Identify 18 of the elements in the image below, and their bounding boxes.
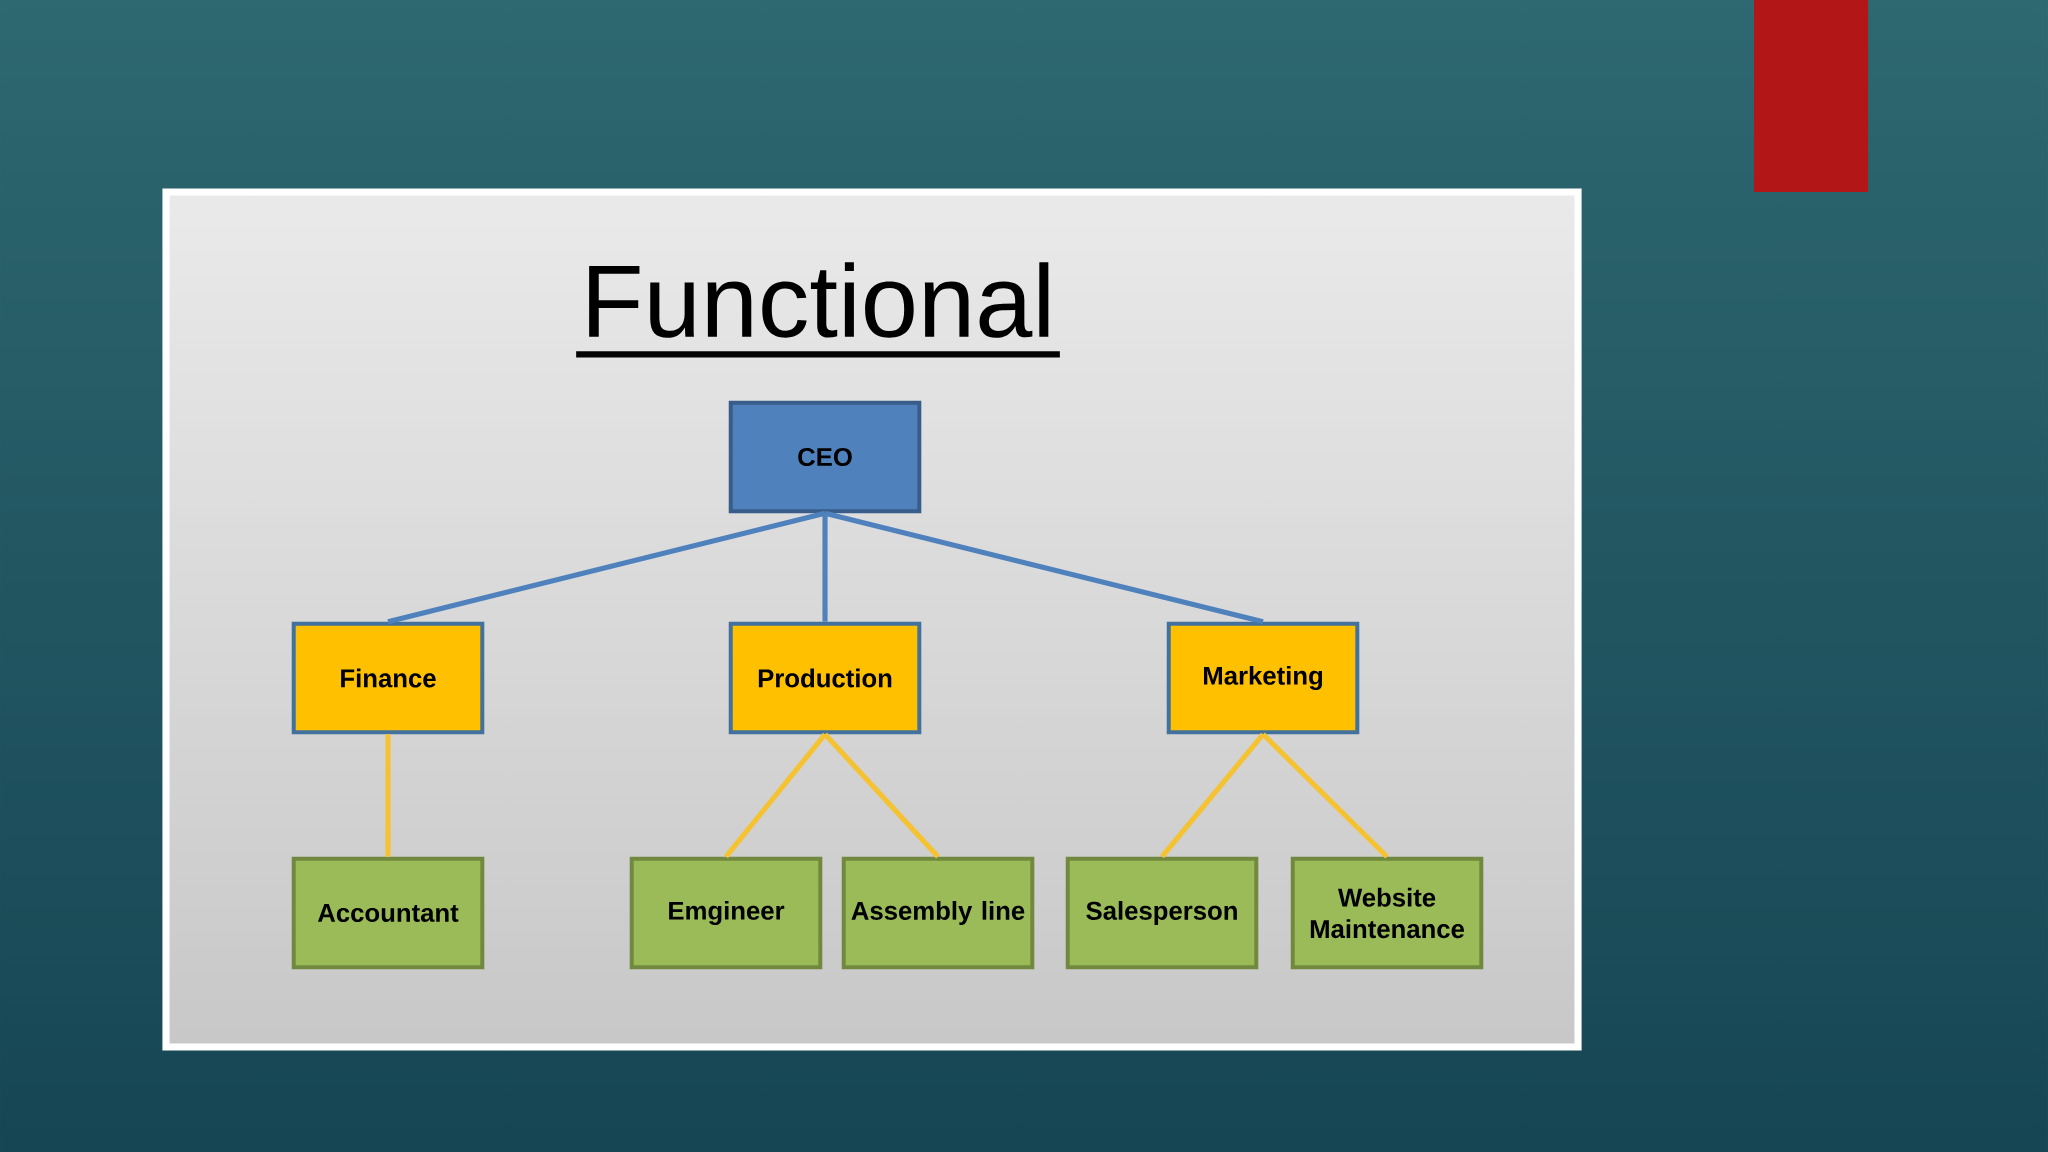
title: Functional xyxy=(589,262,1049,338)
connector-line xyxy=(824,510,1264,625)
connector-line xyxy=(385,734,391,857)
connector-line xyxy=(822,513,828,622)
connector-line xyxy=(1261,732,1389,859)
connector-line xyxy=(1160,732,1265,859)
department-box: Finance xyxy=(291,621,485,735)
role-box: Emgineer xyxy=(629,856,823,970)
role-box: Assembly line xyxy=(841,856,1035,970)
connector-line xyxy=(724,732,827,859)
head-box: CEO xyxy=(728,400,922,514)
role-box: Salesperson xyxy=(1065,856,1259,970)
department-box: Marketing xyxy=(1166,621,1360,735)
role-box: Accountant xyxy=(291,856,485,970)
connector-line xyxy=(823,732,940,859)
department-box: Production xyxy=(728,621,922,735)
role-box: Website Maintenance xyxy=(1290,856,1484,970)
connector-line xyxy=(387,510,826,625)
